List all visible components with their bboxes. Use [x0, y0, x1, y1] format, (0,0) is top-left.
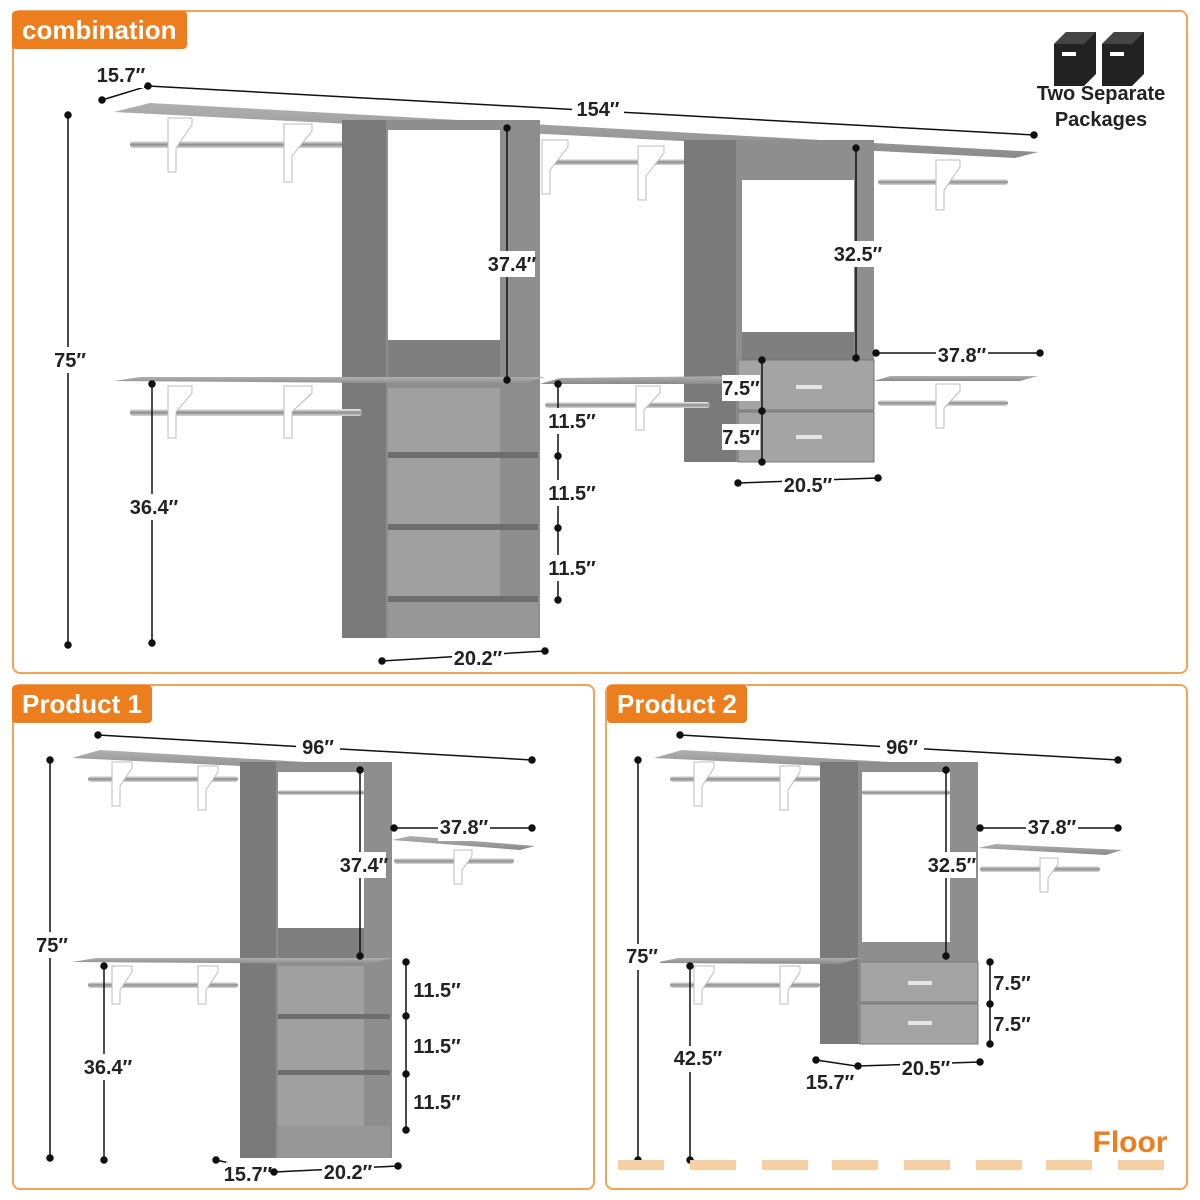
- hanging-rod: [545, 159, 710, 165]
- product2-drawer-upper-label: 32.5″: [928, 855, 977, 877]
- product2-panel: [605, 684, 1188, 1190]
- product2-dimension-labels: 96″ 37.8″ 32.5″ 75″ 7.5″ 7.5″ 42.5″ 15.7…: [624, 734, 1078, 1096]
- product1-tag: Product 1: [12, 685, 152, 723]
- product2-depth-label: 15.7″: [806, 1072, 855, 1094]
- bracket-group: [111, 849, 473, 1005]
- combination-drawer2-label: 7.5″: [722, 427, 760, 449]
- combination-tower-width-label: 20.2″: [454, 648, 503, 670]
- drawer-handle: [908, 981, 932, 985]
- combination-hang-height-label: 36.4″: [130, 497, 179, 519]
- packages-line1: Two Separate: [1037, 83, 1166, 105]
- combination-shelf3-label: 11.5″: [548, 558, 596, 580]
- two-boxes-icon: [1054, 32, 1144, 86]
- bracket-group: [693, 857, 1059, 1005]
- product1-side-shelf-label: 37.8″: [440, 817, 489, 839]
- drawer-front: [859, 961, 979, 1003]
- product2-drawer1-label: 7.5″: [993, 973, 1031, 995]
- product2-drawer-width-label: 20.5″: [902, 1058, 951, 1080]
- combination-illustration: [114, 103, 1038, 638]
- middle-shelf: [540, 376, 740, 384]
- combination-drawer1-label: 7.5″: [722, 378, 760, 400]
- combination-width-label: 154″: [577, 99, 620, 121]
- middle-shelf: [72, 958, 392, 964]
- product1-dimension-labels: 96″ 37.8″ 37.4″ 75″ 11.5″ 11.5″ 11.5″ 36…: [34, 734, 490, 1188]
- combination-drawer-width-label: 20.5″: [784, 475, 833, 497]
- product1-tower-width-label: 20.2″: [324, 1162, 373, 1184]
- product1-width-label: 96″: [302, 737, 334, 759]
- floor-label: Floor: [1093, 1126, 1168, 1159]
- combination-dimension-labels: 15.7″ 154″ 75″ 36.4″ 37.4″ 11.5″ 11.5″ 1…: [52, 62, 988, 671]
- side-shelf: [978, 844, 1122, 855]
- combination-side-shelf-label: 37.8″: [938, 345, 987, 367]
- packages-line2: Packages: [1055, 109, 1147, 131]
- combination-height-label: 75″: [54, 350, 86, 372]
- combination-depth-label: 15.7″: [97, 65, 146, 87]
- hanging-rod: [88, 776, 238, 782]
- drawer-handle: [796, 385, 822, 389]
- bracket-group: [167, 383, 961, 439]
- product1-shelf3-label: 11.5″: [413, 1092, 461, 1114]
- side-shelf: [392, 836, 535, 850]
- drawer-handle: [796, 435, 822, 439]
- hanging-rod: [88, 982, 238, 988]
- hanging-rod: [862, 790, 950, 795]
- product1-illustration: [72, 750, 535, 1158]
- product2-illustration: [654, 750, 1122, 1045]
- product1-shelf2-label: 11.5″: [413, 1036, 461, 1058]
- drawer-front: [859, 1003, 979, 1045]
- middle-shelf: [874, 376, 1038, 381]
- drawer-handle: [908, 1021, 932, 1025]
- hanging-rod: [670, 982, 820, 988]
- combination-shelf1-label: 11.5″: [548, 411, 596, 433]
- product2-width-label: 96″: [886, 737, 918, 759]
- product2-drawer2-label: 7.5″: [993, 1014, 1031, 1036]
- combination-tag: combination: [12, 11, 187, 49]
- hanging-rod: [130, 141, 362, 148]
- bracket-group: [111, 761, 219, 811]
- product1-panel: [12, 684, 595, 1190]
- product1-depth-label: 15.7″: [224, 1164, 273, 1186]
- hanging-rod: [545, 402, 710, 408]
- combination-panel: [12, 10, 1188, 674]
- hanging-rod: [670, 776, 820, 782]
- hanging-rod: [130, 409, 362, 416]
- product2-hang-height-label: 42.5″: [674, 1048, 723, 1070]
- bracket-group: [693, 761, 801, 811]
- middle-shelf: [114, 377, 545, 384]
- bracket-group: [167, 117, 961, 211]
- hanging-rod: [278, 790, 364, 795]
- product1-height-label: 75″: [36, 935, 68, 957]
- product2-tag: Product 2: [607, 685, 747, 723]
- combination-drawer-upper-label: 32.5″: [834, 244, 883, 266]
- middle-shelf: [654, 958, 860, 964]
- product1-hang-height-label: 36.4″: [84, 1057, 133, 1079]
- floor-line: [618, 1160, 1164, 1170]
- combination-shelf2-label: 11.5″: [548, 483, 596, 505]
- product2-height-label: 75″: [626, 946, 658, 968]
- product1-shelf1-label: 11.5″: [413, 980, 461, 1002]
- combination-tower-upper-label: 37.4″: [488, 254, 537, 276]
- product2-side-shelf-label: 37.8″: [1028, 817, 1077, 839]
- product1-tower-upper-label: 37.4″: [340, 855, 389, 877]
